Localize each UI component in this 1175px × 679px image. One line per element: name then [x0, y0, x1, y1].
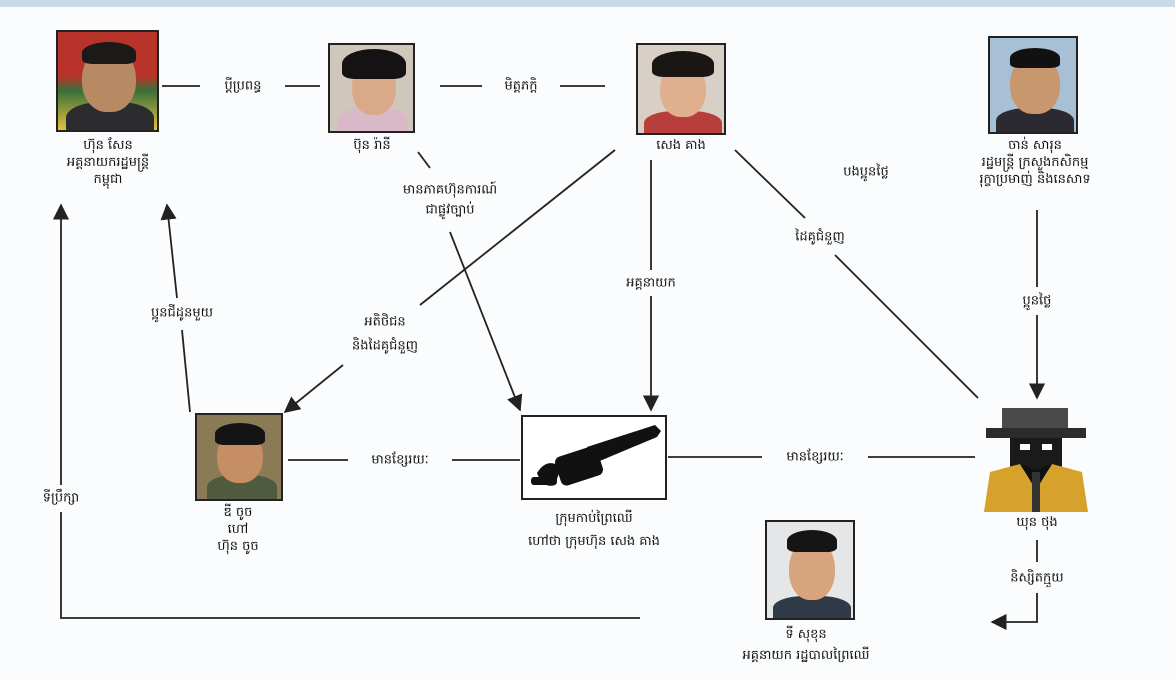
edge-advisor-a: [60, 512, 640, 619]
edge-label-business-partner: ដៃគូជំនួញ: [792, 228, 848, 246]
hun-sen-label: ហ៊ុន សែន អគ្គនាយករដ្ឋមន្ត្រី កម្ពុជា: [66, 138, 150, 187]
edge-label-siblings-in-law: បងប្អូនថ្លៃ: [840, 163, 892, 181]
edge-cousin-b: [160, 203, 178, 299]
edge-label-shares-2: ជាផ្លូវច្បាប់: [422, 201, 478, 219]
bun-rany-label: ប៊ុន រ៉ានី: [353, 138, 391, 153]
edge-customer-a: [419, 149, 616, 306]
spy-icon: [980, 400, 1092, 512]
edge-partner-a: [734, 149, 806, 219]
chainsaw-icon: [521, 415, 667, 500]
edge-cousin-a: [181, 329, 191, 413]
chan-sarun-label: ចាន់ សារុន រដ្ឋមន្ត្រី ក្រសួងកសិកម្ម រុក…: [979, 138, 1091, 187]
edge-label-customer-1: អតិថិជន: [361, 313, 409, 331]
edge-label-husband-wife: ប្តីប្រពន្ធ: [221, 77, 265, 95]
edge-nephew-b: [990, 593, 1038, 631]
edge-label-cousin: ប្អូនជីដូនមួយ: [148, 304, 216, 322]
ty-sokhun-label: ទី សុខុន អគ្គនាយក រដ្ឋបាលព្រៃឈើ: [742, 627, 870, 663]
edge-label-friends: មិត្តភក្តិ: [501, 77, 541, 95]
dy-chouch-label: ឌី ចូច ហៅ ហ៊ុន ចូច: [217, 505, 259, 554]
edge-label-shares-1: មានភាគហ៊ុនការណ៍: [399, 181, 501, 199]
bun-rany-photo: [328, 43, 415, 133]
edge-label-customer-2: និងដៃគូជំនួញ: [348, 337, 422, 355]
edge-shares-a: [417, 151, 431, 169]
hun-sen-photo: [56, 30, 159, 132]
ty-sokhun-photo: [765, 520, 855, 620]
chan-sarun-photo: [988, 36, 1078, 134]
edge-label-brother-in-law: ប្អូនថ្លៃ: [1019, 292, 1055, 310]
dy-chouch-photo: [195, 413, 283, 501]
edge-label-linked-right: មានខ្សែរយៈ: [783, 448, 847, 466]
edge-label-linked-left: មានខ្សែរយៈ: [368, 451, 432, 469]
edge-label-advisor: ទីប្រឹក្សា: [39, 489, 83, 507]
edge-label-director: អគ្គនាយក: [623, 274, 679, 292]
edge-customer-b: [283, 364, 344, 414]
seng-keang-label: សេង គាង: [656, 138, 706, 153]
top-border: [0, 0, 1175, 7]
edge-partner-b: [834, 254, 979, 399]
edge-label-nephew: និស្សិតក្មួយ: [1007, 569, 1067, 587]
seng-keang-photo: [636, 43, 726, 135]
chainsaw-label: ក្រុមកាប់ព្រៃឈើ ហៅថា ក្រុមហ៊ុន សេង គាង: [528, 511, 660, 549]
khun-thong-label: ឃុន ថុង: [1016, 515, 1058, 530]
edge-shares-b: [449, 231, 523, 412]
